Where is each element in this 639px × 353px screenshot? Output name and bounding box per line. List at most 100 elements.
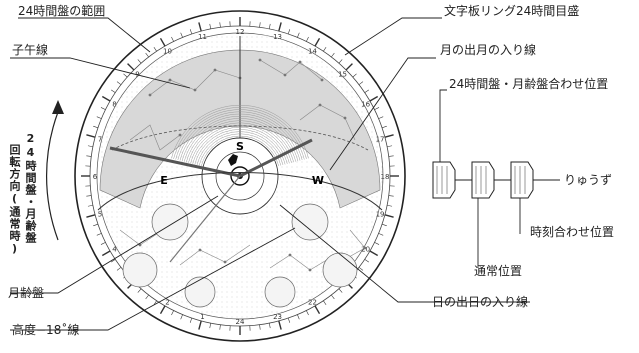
hour-tick bbox=[314, 305, 321, 315]
hour-number: 12 bbox=[236, 28, 245, 36]
hour-number: 10 bbox=[163, 47, 172, 55]
hour-tick bbox=[101, 250, 111, 257]
hour-number: 20 bbox=[361, 246, 370, 254]
label-disc-align-position: 24時間盤・月齢盤合わせ位置 bbox=[449, 77, 609, 91]
label-dial-ring-24h-scale: 文字板リング24時間目盛 bbox=[444, 4, 580, 18]
engraved-ring bbox=[198, 133, 282, 166]
engraved-ring bbox=[173, 107, 307, 160]
label-24h-range: 24時間盤の範囲 bbox=[18, 4, 106, 18]
second-hand bbox=[169, 175, 241, 263]
minor-tick bbox=[381, 223, 387, 227]
minute-hand bbox=[239, 138, 313, 178]
hour-number: 4 bbox=[112, 246, 117, 254]
hour-number: 14 bbox=[308, 47, 317, 55]
minor-tick bbox=[352, 73, 357, 78]
minor-tick bbox=[331, 52, 335, 58]
hour-tick bbox=[101, 95, 111, 102]
minor-tick bbox=[306, 36, 309, 42]
hour-tick bbox=[384, 134, 394, 138]
minor-tick bbox=[268, 323, 271, 329]
minor-tick bbox=[180, 314, 183, 320]
label-moonrise-moonset-line: 月の出月の入り線 bbox=[440, 43, 537, 57]
minor-tick bbox=[387, 145, 393, 148]
minor-tick bbox=[378, 116, 384, 119]
minor-tick bbox=[93, 223, 99, 227]
japan-map-shape bbox=[228, 154, 238, 166]
minor-tick bbox=[364, 259, 370, 263]
engraved-ring bbox=[181, 116, 299, 162]
hour-number: 7 bbox=[98, 135, 102, 143]
minor-tick bbox=[323, 300, 327, 306]
hour-number: 24 bbox=[236, 318, 245, 326]
engraved-ring bbox=[188, 122, 292, 163]
minor-tick bbox=[209, 23, 212, 29]
label-normal-position: 通常位置 bbox=[474, 264, 523, 278]
hour-number: 2 bbox=[165, 299, 169, 307]
hour-tick bbox=[159, 305, 166, 315]
hour-tick bbox=[86, 214, 96, 218]
minor-tick bbox=[100, 242, 106, 245]
hour-number: 5 bbox=[98, 211, 102, 219]
minor-tick bbox=[189, 317, 193, 323]
hour-tick bbox=[127, 63, 135, 71]
minor-tick bbox=[93, 125, 99, 129]
minor-tick bbox=[374, 107, 380, 110]
minor-tick bbox=[116, 267, 122, 271]
minor-tick bbox=[378, 233, 384, 236]
minor-tick bbox=[358, 267, 364, 271]
minor-tick bbox=[331, 294, 335, 300]
engraved-ring bbox=[201, 135, 279, 167]
label-sunrise-sunset-line: 日の出日の入り線 bbox=[432, 295, 529, 309]
rotation-arrowhead bbox=[52, 100, 64, 114]
hour-tick bbox=[159, 37, 166, 47]
minor-tick bbox=[358, 81, 364, 85]
minor-tick bbox=[364, 89, 370, 93]
minor-tick bbox=[123, 73, 128, 78]
sky-dark-band bbox=[99, 49, 381, 209]
label-lunar-disc: 月齢盤 bbox=[8, 286, 45, 300]
label-time-set-position: 時刻合わせ位置 bbox=[530, 225, 615, 239]
minor-tick bbox=[145, 52, 149, 58]
minor-tick bbox=[209, 323, 212, 329]
minor-tick bbox=[96, 233, 102, 236]
hour-number: 16 bbox=[361, 101, 370, 109]
minor-tick bbox=[180, 32, 183, 38]
hour-number: 17 bbox=[376, 135, 385, 143]
hour-number: 22 bbox=[308, 299, 317, 307]
hour-tick bbox=[369, 250, 379, 257]
hour-tick bbox=[314, 37, 321, 47]
hour-number: 8 bbox=[112, 101, 116, 109]
minor-tick bbox=[189, 29, 193, 35]
hour-number: 23 bbox=[273, 313, 282, 321]
hour-tick bbox=[198, 320, 202, 330]
minor-tick bbox=[297, 32, 300, 38]
minor-tick bbox=[96, 116, 102, 119]
sunrise-sunset-line bbox=[97, 172, 383, 211]
minor-tick bbox=[110, 89, 116, 93]
minor-tick bbox=[388, 155, 394, 157]
label-meridian: 子午線 bbox=[12, 43, 49, 57]
minor-tick bbox=[381, 125, 387, 129]
hour-number: 11 bbox=[198, 33, 207, 41]
engraved-ring bbox=[179, 113, 301, 161]
minor-tick bbox=[297, 314, 300, 320]
hour-tick bbox=[384, 214, 394, 218]
hour-tick bbox=[345, 63, 353, 71]
direction-s: S bbox=[236, 140, 244, 153]
minor-tick bbox=[86, 195, 92, 197]
hour-number: 1 bbox=[200, 313, 204, 321]
label-rotation-discs: 24時間盤・月齢盤 bbox=[24, 132, 37, 244]
minor-tick bbox=[171, 310, 174, 316]
engraved-ring bbox=[194, 129, 286, 165]
dial-tick-marks bbox=[81, 17, 399, 335]
minor-tick bbox=[338, 288, 343, 293]
minor-tick bbox=[374, 242, 380, 245]
minor-tick bbox=[259, 22, 261, 28]
minor-tick bbox=[153, 46, 157, 52]
minor-tick bbox=[153, 300, 157, 306]
hour-number: 19 bbox=[376, 211, 385, 219]
minor-tick bbox=[387, 204, 393, 207]
hour-tick bbox=[278, 22, 282, 32]
